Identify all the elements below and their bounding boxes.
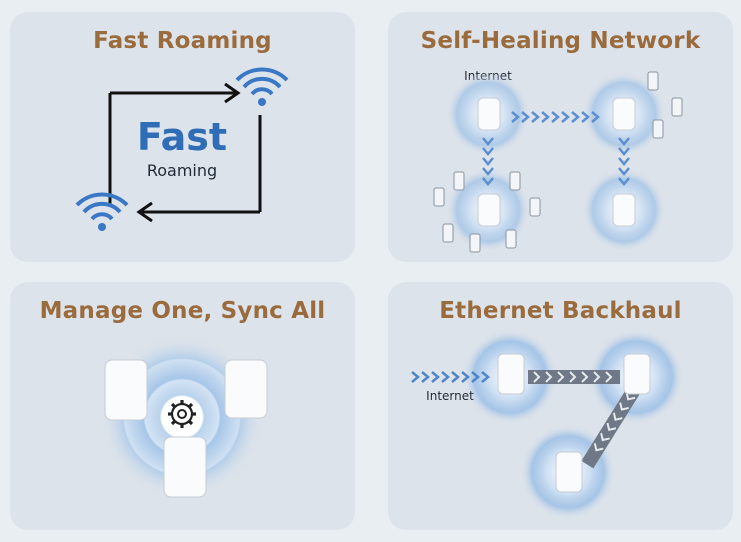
router-icon [623, 353, 651, 395]
phone-icon [529, 197, 541, 217]
router-icon [224, 359, 268, 419]
router-icon [555, 451, 583, 493]
self-healing-title: Self-Healing Network [420, 28, 701, 54]
phone-icon [442, 223, 454, 243]
router-icon [104, 359, 148, 421]
manage-sync-card: Manage One, Sync All [10, 282, 355, 530]
router-icon [477, 193, 501, 227]
phone-icon [453, 171, 465, 191]
phone-icon [433, 187, 445, 207]
internet-label: Internet [426, 389, 474, 403]
router-icon [163, 436, 207, 498]
phone-icon [505, 229, 517, 249]
phone-icon [509, 171, 521, 191]
router-icon [497, 353, 525, 395]
roaming-word: Roaming [147, 161, 217, 180]
fast-roaming-diagram: Fast Roaming [75, 67, 289, 231]
ethernet-backhaul-diagram: Internet [411, 329, 684, 520]
router-icon [612, 193, 636, 227]
ethernet-backhaul-title: Ethernet Backhaul [439, 298, 682, 324]
phone-icon [647, 71, 659, 91]
gear-icon [168, 400, 196, 428]
wifi-icon [75, 192, 129, 231]
manage-sync-diagram [100, 335, 268, 499]
phone-icon [671, 97, 683, 117]
phone-icon [469, 233, 481, 253]
self-healing-diagram: Internet [433, 69, 683, 253]
wifi-icon [235, 67, 289, 106]
fast-roaming-title: Fast Roaming [93, 28, 272, 54]
manage-sync-title: Manage One, Sync All [39, 298, 326, 324]
fast-roaming-card: Fast Roaming Fast Roaming [10, 12, 355, 262]
fast-word: Fast [137, 115, 227, 159]
self-healing-card: Self-Healing Network Internet [388, 12, 733, 262]
router-icon [477, 97, 501, 131]
phone-icon [652, 119, 664, 139]
ethernet-backhaul-card: Ethernet Backhaul Internet [388, 282, 733, 530]
router-icon [612, 97, 636, 131]
